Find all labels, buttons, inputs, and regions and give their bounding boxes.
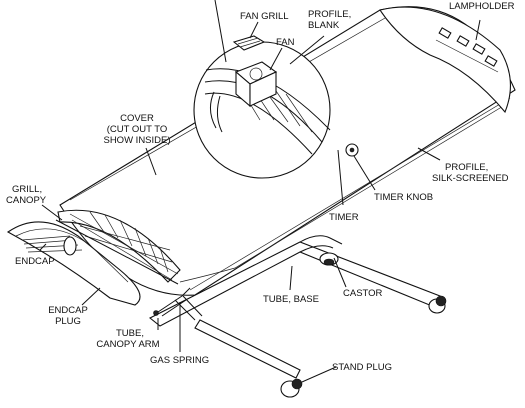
castor-front-left [280,378,303,398]
label-stand-plug: STAND PLUG [332,362,392,373]
fan-unit [234,61,278,108]
label-timer-knob: TIMER KNOB [374,192,433,203]
gas-spring-assembly [153,287,191,317]
castor-rear-right [319,252,339,266]
castor-front-right [428,295,447,314]
label-cover-line1: COVER [120,113,154,124]
label-grill-canopy-line1: GRILL, [12,184,42,195]
label-fan: FAN [276,37,295,48]
label-tube-canopy-line2: CANOPY ARM [96,339,159,350]
label-tube-base: TUBE, BASE [263,294,319,305]
leader-lines [39,0,481,383]
timer-assembly [345,143,359,157]
label-endcap: ENDCAP [15,256,55,267]
grill-canopy [55,209,181,285]
label-profile-blank-line2: BLANK [308,20,340,31]
fan-grill-part [232,35,266,51]
label-grill-canopy-line2: CANOPY [6,195,47,206]
label-timer: TIMER [329,212,359,223]
label-castor: CASTOR [343,288,383,299]
label-endcap-plug-line1: ENDCAP [48,305,88,316]
left-endcap [6,221,141,306]
callout-labels: FAN GRILL PROFILE, BLANK LAMPHOLDER FAN … [6,1,515,373]
label-profile-blank-line1: PROFILE, [308,9,351,20]
label-profile-silk-line1: PROFILE, [445,162,488,173]
label-endcap-plug-line2: PLUG [55,316,81,327]
label-lampholder: LAMPHOLDER [449,1,515,12]
label-gas-spring: GAS SPRING [150,355,209,366]
label-tube-canopy-line1: TUBE, [116,328,144,339]
label-fan-grill: FAN GRILL [240,11,289,22]
label-cover-line3: SHOW INSIDE) [103,135,170,146]
cutout-interior-view [193,41,331,179]
label-profile-silk-line2: SILK-SCREENED [432,173,509,184]
label-cover-line2: (CUT OUT TO [107,124,168,135]
lampholder-sockets [435,27,499,73]
